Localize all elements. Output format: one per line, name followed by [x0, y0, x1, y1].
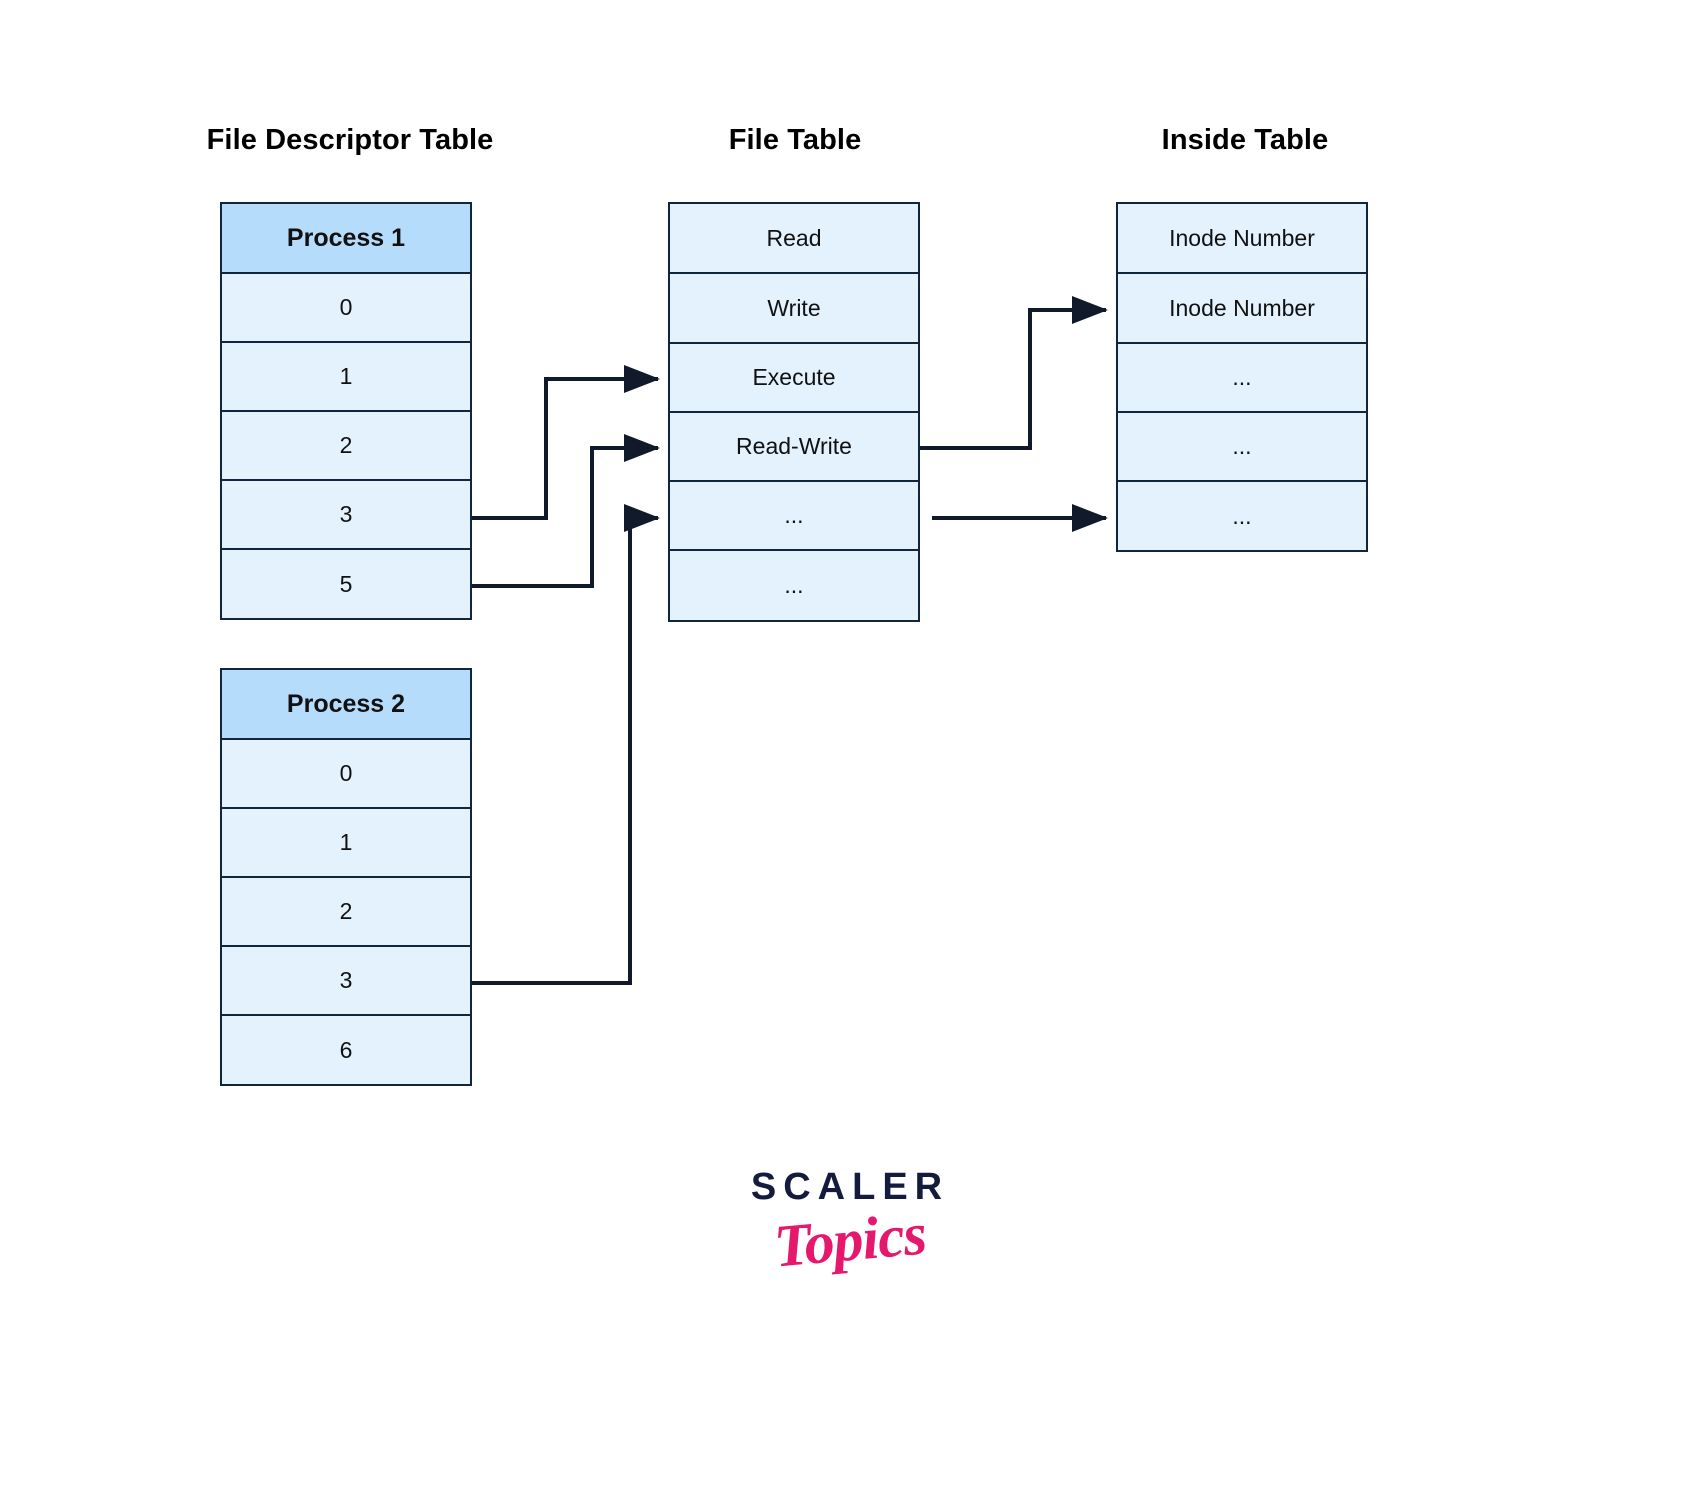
inside-table-title: Inside Table	[1161, 124, 1329, 156]
table-row: Read-Write	[670, 413, 918, 482]
table-row: ...	[1118, 344, 1366, 413]
table-row: Read	[670, 204, 918, 274]
arrow-p2-fd3-to-file-dots	[472, 504, 660, 985]
arrow-p1-fd3-to-execute	[472, 365, 660, 520]
table-row: 2	[222, 878, 470, 947]
table-row: 6	[222, 1016, 470, 1084]
table-row: 0	[222, 274, 470, 343]
arrow-p1-fd5-to-read-write	[472, 434, 660, 588]
table-row: 2	[222, 412, 470, 481]
process-1-table: Process 1 0 1 2 3 5	[220, 202, 472, 620]
table-row: 1	[222, 809, 470, 878]
table-row: Write	[670, 274, 918, 344]
table-row: 1	[222, 343, 470, 412]
table-row: 0	[222, 740, 470, 809]
table-row: Execute	[670, 344, 918, 413]
file-table: Read Write Execute Read-Write ... ...	[668, 202, 920, 622]
file-descriptor-table-title: File Descriptor Table	[206, 124, 494, 156]
table-row: 3	[222, 947, 470, 1016]
table-row: ...	[1118, 482, 1366, 550]
process-2-header: Process 2	[222, 670, 470, 740]
scaler-topics-logo: SCALER Topics	[0, 1166, 1700, 1279]
process-1-header: Process 1	[222, 204, 470, 274]
logo-secondary-text: Topics	[771, 1200, 929, 1280]
table-row: Inode Number	[1118, 204, 1366, 274]
logo-primary-text: SCALER	[750, 1166, 950, 1208]
table-row: 3	[222, 481, 470, 550]
process-2-table: Process 2 0 1 2 3 6	[220, 668, 472, 1086]
table-row: ...	[670, 551, 918, 620]
table-row: Inode Number	[1118, 274, 1366, 344]
file-table-title: File Table	[728, 124, 862, 156]
table-row: ...	[1118, 413, 1366, 482]
inode-table: Inode Number Inode Number ... ... ...	[1116, 202, 1368, 552]
table-row: ...	[670, 482, 918, 551]
table-row: 5	[222, 550, 470, 618]
arrow-read-write-to-inode-number	[920, 296, 1108, 450]
